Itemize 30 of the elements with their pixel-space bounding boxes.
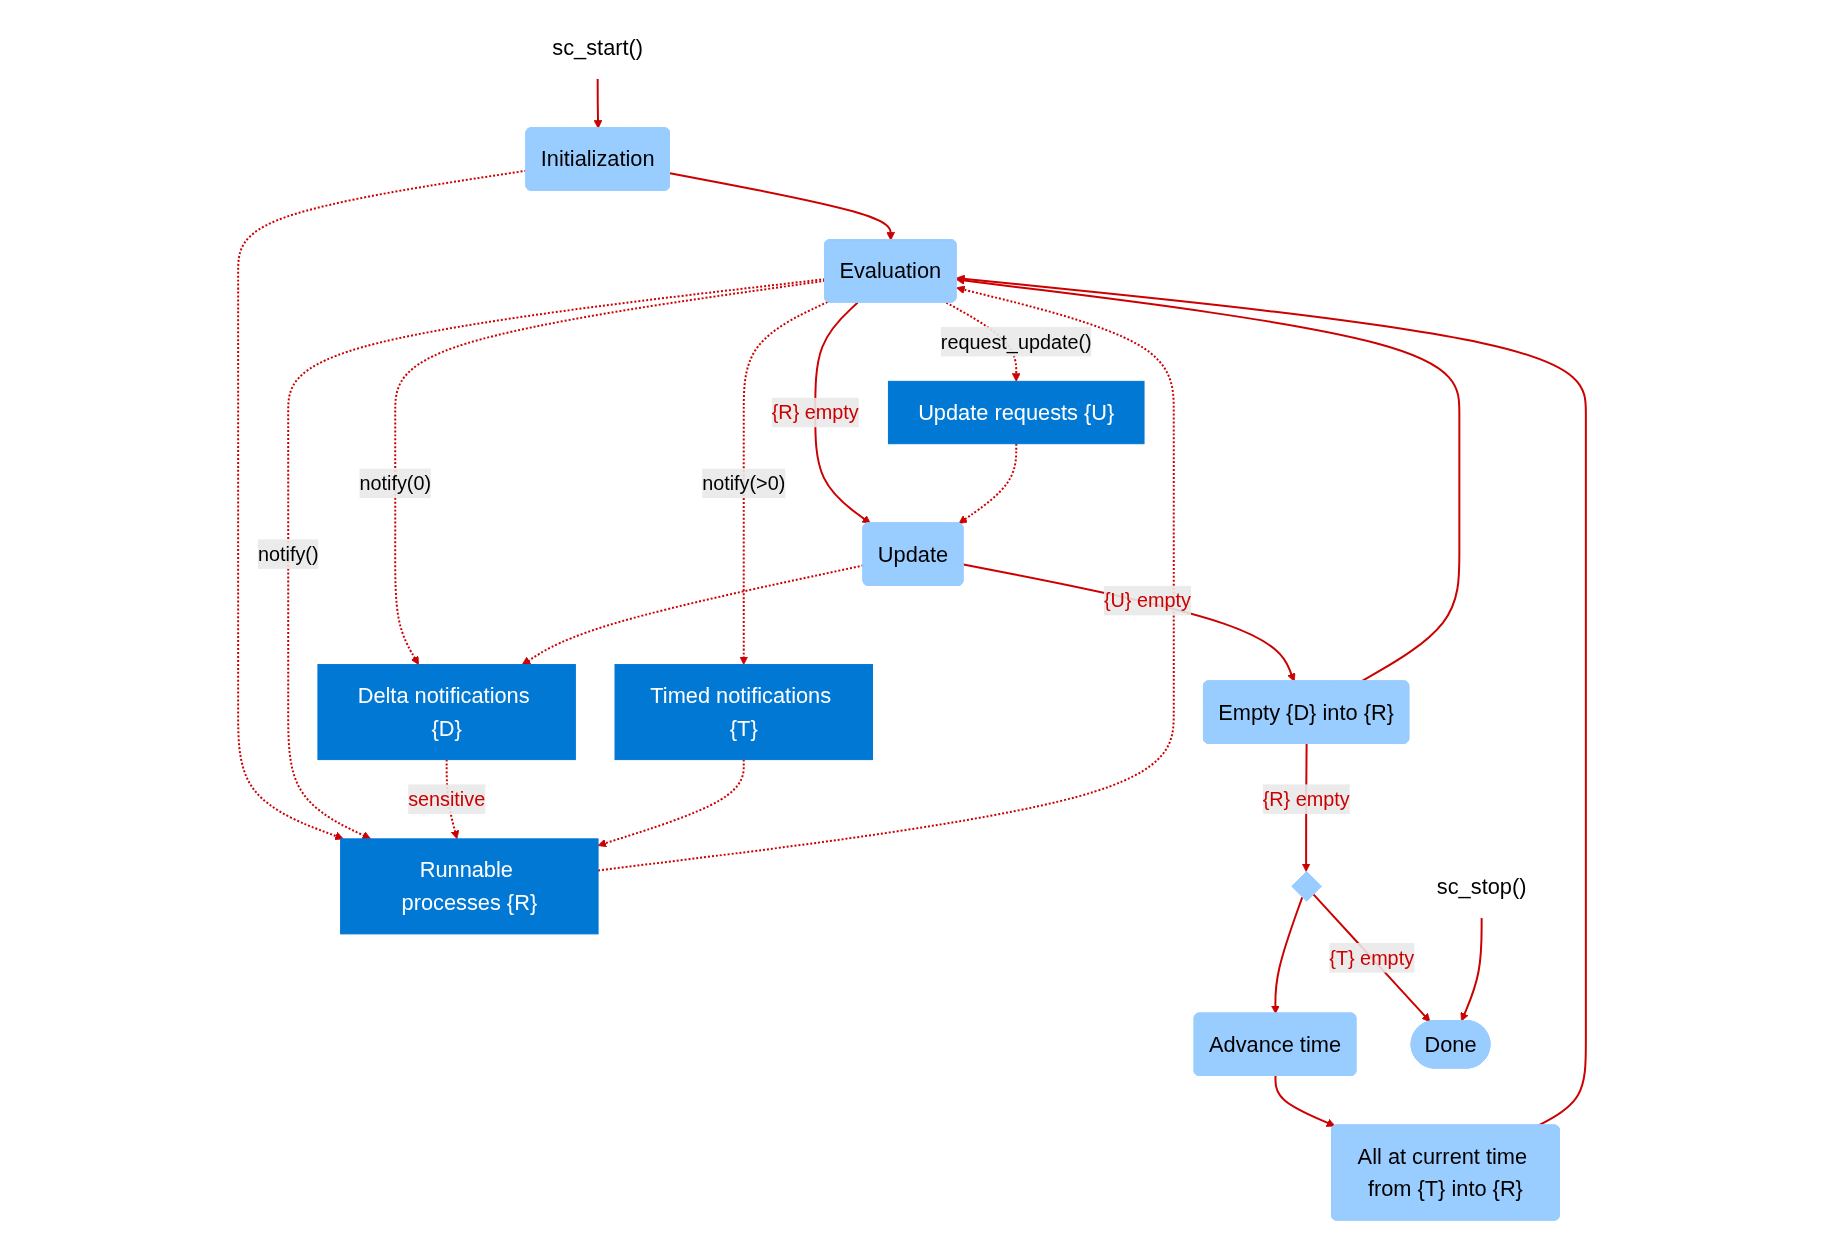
arrow [668,171,895,241]
edge-label: notify(>0) [702,471,786,494]
edge-label: {U} empty [1103,589,1191,611]
node-box: Timed notifications {T} [614,663,873,760]
arrow [739,300,829,665]
arrow [593,76,603,129]
node-text: sc_stop() [1436,873,1527,899]
node-box: Runnable processes {R} [340,837,599,934]
node-box: Update requests {U} [887,380,1145,444]
edge-label: {T} empty [1329,946,1415,969]
arrow [962,563,1296,682]
arrow [1460,916,1483,1021]
edge-label: {R} empty [771,401,859,423]
arrow [597,758,745,847]
edge-label: notify() [257,542,319,565]
arrow [1312,892,1431,1022]
edge-label: {R} empty [1262,787,1350,810]
arrow [394,279,827,665]
edge-label: request_update() [940,330,1092,353]
edge-label: notify(0) [359,471,431,494]
node-box: Delta notifications {D} [317,663,576,760]
arrow [521,563,865,665]
arrow [958,442,1018,524]
arrow [1271,895,1304,1014]
node-text: sc_start() [552,34,644,59]
edge-label: sensitive [408,787,486,810]
node-diamond [1291,870,1322,902]
arrow [956,274,1587,1126]
arrow [597,285,1175,871]
arrow [1274,1074,1336,1127]
